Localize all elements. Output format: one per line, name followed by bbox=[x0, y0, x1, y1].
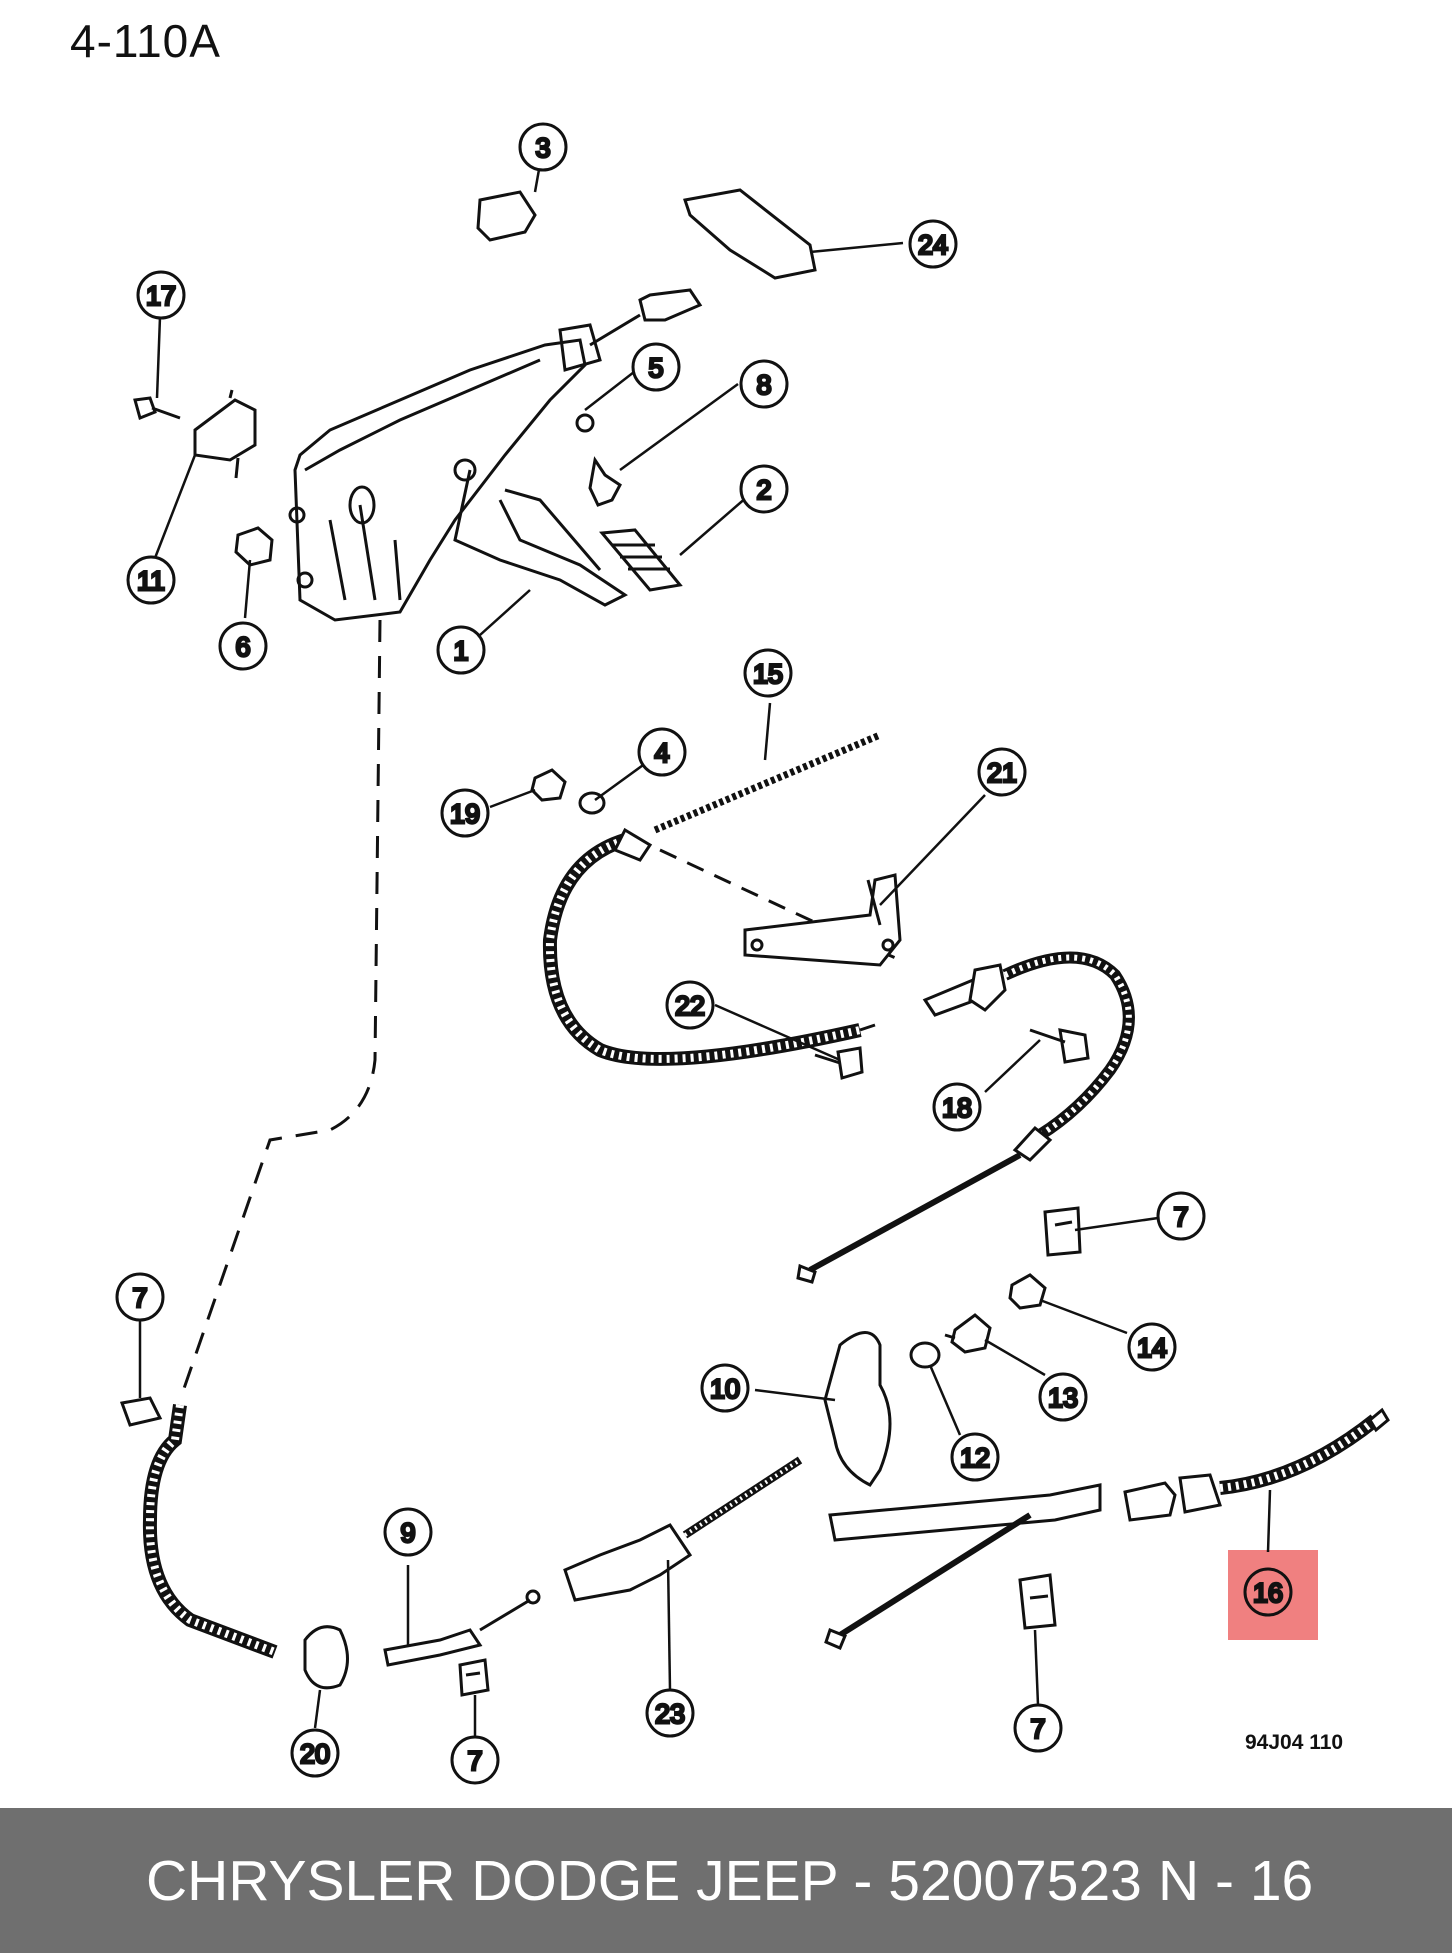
rear-cable-right-upper bbox=[796, 951, 1135, 1284]
callout-18-label: 18 bbox=[942, 1093, 972, 1123]
part-7-clip-d bbox=[1018, 1573, 1057, 1630]
callout-3: 3 bbox=[518, 122, 568, 172]
callout-20-label: 20 bbox=[300, 1739, 330, 1769]
callout-1: 1 bbox=[436, 625, 486, 675]
footer-part-title: CHRYSLER DODGE JEEP - 52007523 bbox=[146, 1849, 1142, 1913]
callout-19: 19 bbox=[440, 788, 490, 838]
callout-22: 22 bbox=[665, 980, 715, 1030]
callout-7-bottom-middle: 7 bbox=[450, 1735, 500, 1785]
callout-3-label: 3 bbox=[535, 133, 550, 163]
callout-2-label: 2 bbox=[756, 475, 771, 505]
part-13-fitting bbox=[944, 1313, 992, 1354]
callout-4-label: 4 bbox=[654, 738, 669, 768]
callout-7-label: 7 bbox=[132, 1283, 147, 1313]
callout-16-label: 16 bbox=[1253, 1578, 1283, 1608]
callout-21: 21 bbox=[977, 747, 1027, 797]
part-6-nut bbox=[234, 526, 274, 567]
callout-8-label: 8 bbox=[756, 370, 771, 400]
callout-1-label: 1 bbox=[453, 636, 468, 666]
callout-10-label: 10 bbox=[710, 1374, 740, 1404]
guide-dashed-line bbox=[178, 619, 382, 1401]
part-21-bracket bbox=[743, 873, 902, 967]
part-17-bolt bbox=[133, 396, 181, 421]
callout-12-label: 12 bbox=[960, 1443, 990, 1473]
part-20-grommet bbox=[303, 1625, 349, 1690]
callout-17: 17 bbox=[136, 270, 186, 320]
part-2-pedal-pad bbox=[599, 528, 683, 592]
callout-4: 4 bbox=[637, 727, 687, 777]
callout-6: 6 bbox=[218, 621, 268, 671]
callout-13: 13 bbox=[1038, 1372, 1088, 1422]
diagram-drawing: 1 2 3 4 5 6 7 7 7 7 8 9 10 11 12 13 14 1… bbox=[115, 122, 1390, 1785]
part-22-bolt bbox=[814, 1046, 864, 1080]
part-5-washer bbox=[575, 413, 595, 433]
callout-7-bottom-right: 7 bbox=[1013, 1703, 1063, 1753]
callout-23-label: 23 bbox=[655, 1699, 685, 1729]
callout-7-label: 7 bbox=[467, 1746, 482, 1776]
figure-code: 94J04 110 bbox=[1245, 1731, 1344, 1754]
callout-7-upper-right: 7 bbox=[1156, 1191, 1206, 1241]
part-12-washer bbox=[909, 1341, 941, 1369]
callout-19-label: 19 bbox=[450, 799, 480, 829]
callout-11-label: 11 bbox=[137, 566, 165, 596]
part-24-pad-cover bbox=[683, 188, 817, 280]
callout-23: 23 bbox=[645, 1688, 695, 1738]
part-4-washer bbox=[578, 791, 606, 815]
part-23-adjuster bbox=[563, 1456, 803, 1602]
callout-6-label: 6 bbox=[235, 632, 250, 662]
callout-2: 2 bbox=[739, 464, 789, 514]
part-10-equalizer bbox=[823, 1331, 892, 1487]
callout-7-label: 7 bbox=[1030, 1714, 1045, 1744]
callout-22-label: 22 bbox=[675, 991, 705, 1021]
part-7-clip-c bbox=[458, 1658, 490, 1697]
part-11-switch bbox=[193, 389, 257, 479]
part-8-screw bbox=[588, 456, 622, 507]
footer-callout-ref: N - 16 bbox=[1158, 1849, 1314, 1913]
callout-24-label: 24 bbox=[918, 230, 948, 260]
part-18-bolt bbox=[1029, 1028, 1090, 1064]
callout-21-label: 21 bbox=[987, 758, 1017, 788]
parking-brake-exploded-diagram: 1 2 3 4 5 6 7 7 7 7 8 9 10 11 12 13 14 1… bbox=[70, 15, 1390, 1785]
callout-13-label: 13 bbox=[1048, 1383, 1078, 1413]
footer-bar: CHRYSLER DODGE JEEP - 52007523 N - 16 bbox=[0, 1808, 1452, 1953]
callout-9-label: 9 bbox=[400, 1518, 415, 1548]
callout-leaders bbox=[138, 146, 1272, 1738]
callout-11: 11 bbox=[126, 555, 176, 605]
callout-9: 9 bbox=[383, 1507, 433, 1557]
callout-18: 18 bbox=[932, 1082, 982, 1132]
part-16-cable bbox=[1123, 1407, 1390, 1522]
part-7-clip-b bbox=[119, 1396, 163, 1427]
callout-10: 10 bbox=[700, 1363, 750, 1413]
guide-dashed-line-2 bbox=[659, 848, 901, 962]
callout-5: 5 bbox=[631, 342, 681, 392]
callout-24: 24 bbox=[908, 219, 958, 269]
callout-16: 16 bbox=[1243, 1567, 1293, 1617]
callout-16-highlight bbox=[1228, 1550, 1318, 1640]
callout-14: 14 bbox=[1127, 1322, 1177, 1372]
callout-7-label: 7 bbox=[1173, 1202, 1188, 1232]
part-19-nut bbox=[530, 768, 567, 802]
callout-12: 12 bbox=[950, 1432, 1000, 1482]
callout-14-label: 14 bbox=[1137, 1333, 1167, 1363]
callout-8: 8 bbox=[739, 359, 789, 409]
page-code: 4-110A bbox=[70, 15, 221, 67]
part-15-intermediate-cable bbox=[542, 731, 882, 1066]
part-7-clip-a bbox=[1043, 1206, 1082, 1257]
callout-7-left: 7 bbox=[115, 1272, 165, 1322]
callout-5-label: 5 bbox=[648, 353, 663, 383]
part-14-nut bbox=[1008, 1273, 1047, 1310]
callout-17-label: 17 bbox=[146, 281, 176, 311]
callout-15-label: 15 bbox=[753, 659, 783, 689]
part-9-cable-end bbox=[383, 1598, 531, 1667]
callout-15: 15 bbox=[743, 648, 793, 698]
front-left-cable bbox=[142, 1404, 278, 1659]
callout-20: 20 bbox=[290, 1728, 340, 1778]
part-3-knob bbox=[476, 190, 537, 242]
part-1-pedal-assembly bbox=[288, 288, 703, 622]
rear-cable-left-lower bbox=[824, 1483, 1102, 1650]
